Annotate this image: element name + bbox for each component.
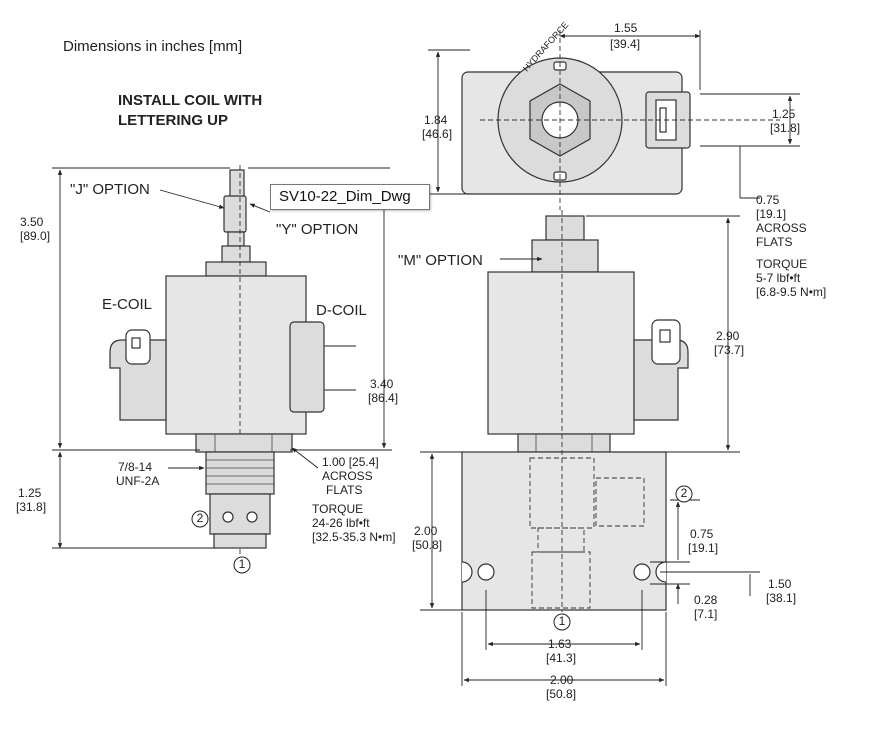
install-note-line1: INSTALL COIL WITH (118, 92, 263, 109)
front-port-1-marker (553, 613, 571, 631)
manifold-block (461, 451, 667, 611)
install-note-line2: LETTERING UP (118, 112, 229, 129)
units-note: Dimensions in inches [mm] (63, 38, 243, 55)
front-view-valve (461, 210, 689, 612)
side-view-valve (109, 165, 356, 560)
dim-2-00-vert-mm: [50.8] (412, 538, 443, 552)
thread-label-2: UNF-2A (116, 474, 160, 488)
dim-2-90-in: 2.90 (716, 329, 740, 343)
dim-0-75-in: 0.75 (690, 527, 714, 541)
side-torque-3: [32.5-35.3 N•m] (312, 530, 396, 544)
dim-1-25-top-in: 1.25 (772, 107, 796, 121)
coil-body (165, 275, 307, 435)
dim-3-50-in: 3.50 (20, 215, 44, 229)
front-torque-1: TORQUE (756, 257, 808, 271)
side-port-2: 2 (196, 511, 204, 525)
dim-1-63-in: 1.63 (548, 637, 572, 651)
cartridge-thread (205, 451, 275, 495)
e-coil-connector (109, 339, 167, 421)
side-torque-1: TORQUE (312, 502, 364, 516)
side-port-1-marker (233, 556, 251, 574)
dim-1-63-mm: [41.3] (546, 651, 577, 665)
dim-1-55-mm: [39.4] (610, 37, 641, 51)
front-flats-mm: [19.1] (756, 207, 787, 221)
hex-flats (195, 433, 293, 453)
y-option-knob (223, 195, 247, 233)
front-flats-1: ACROSS (756, 221, 807, 235)
m-option-nut (545, 215, 585, 241)
side-port-2-marker (191, 510, 209, 528)
side-flats-1: 1.00 [25.4] (322, 455, 379, 469)
dim-1-25-side-mm: [31.8] (16, 500, 47, 514)
dim-0-28-in: 0.28 (694, 593, 718, 607)
dim-3-40-in: 3.40 (370, 377, 394, 391)
dim-2-00-horiz-mm: [50.8] (546, 687, 577, 701)
side-flats-2: ACROSS (322, 469, 373, 483)
side-flats-3: FLATS (326, 483, 363, 497)
dim-1-84-mm: [46.6] (422, 127, 453, 141)
front-flats-in: 0.75 (756, 193, 780, 207)
dim-1-25-side-in: 1.25 (18, 486, 42, 500)
top-view-valve (461, 30, 780, 210)
front-port-1: 1 (558, 614, 566, 628)
m-option-label: "M" OPTION (398, 252, 483, 269)
d-coil-label: D-COIL (316, 302, 367, 319)
dim-2-90-mm: [73.7] (714, 343, 745, 357)
dim-0-28-mm: [7.1] (694, 607, 718, 621)
e-coil-label: E-COIL (102, 296, 153, 313)
front-flats-2: FLATS (756, 235, 793, 249)
image-tooltip: SV10-22_Dim_Dwg (270, 184, 430, 210)
front-torque-2: 5-7 lbf•ft (756, 271, 801, 285)
front-coil-body (487, 271, 635, 435)
front-port-2: 2 (680, 486, 688, 500)
dim-0-75-mm: [19.1] (688, 541, 719, 555)
dim-1-50-in: 1.50 (768, 577, 792, 591)
side-port-1: 1 (238, 557, 246, 571)
dim-1-84-in: 1.84 (424, 113, 448, 127)
side-torque-2: 24-26 lbf•ft (312, 516, 370, 530)
front-torque-3: [6.8-9.5 N•m] (756, 285, 827, 299)
dim-1-55-in: 1.55 (614, 21, 638, 35)
front-port-2-marker (675, 485, 693, 503)
dim-3-50-mm: [89.0] (20, 229, 51, 243)
thread-label-1: 7/8-14 (118, 460, 153, 474)
d-coil-connector (289, 321, 325, 413)
dim-1-25-top-mm: [31.8] (770, 121, 801, 135)
y-option-label: "Y" OPTION (276, 221, 359, 238)
dim-2-00-vert-in: 2.00 (414, 524, 438, 538)
j-option-label: "J" OPTION (70, 181, 150, 198)
dim-2-00-horiz-in: 2.00 (550, 673, 574, 687)
dim-3-40-mm: [86.4] (368, 391, 399, 405)
dim-1-50-mm: [38.1] (766, 591, 797, 605)
